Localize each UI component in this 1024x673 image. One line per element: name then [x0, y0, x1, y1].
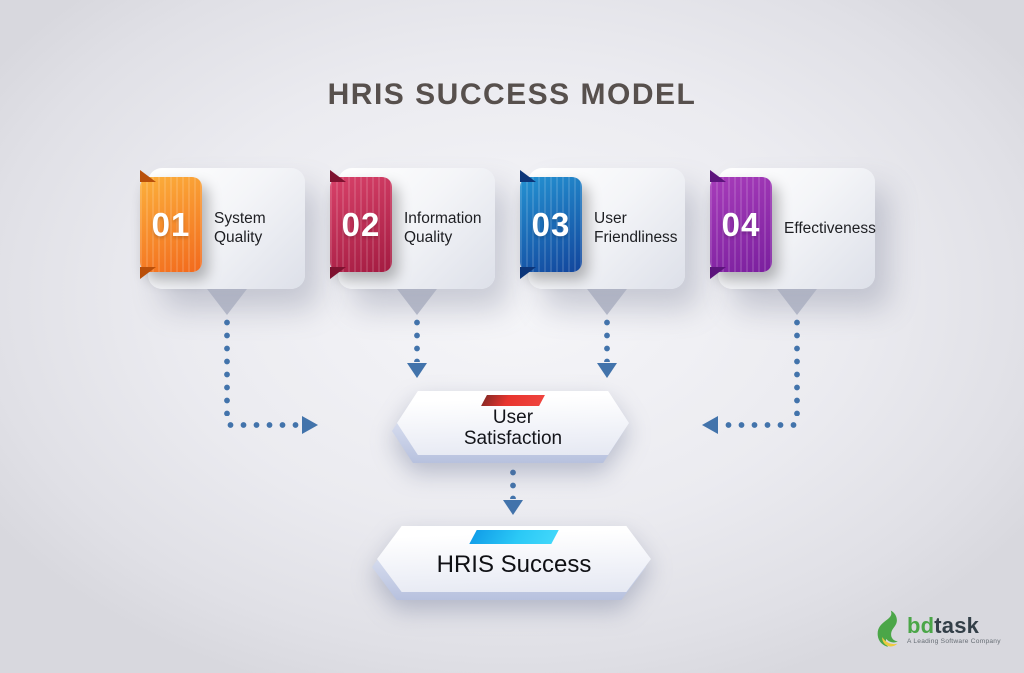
- bubble-tail: [584, 285, 630, 315]
- card-number: 04: [721, 205, 761, 243]
- hris-success-badge: HRIS Success: [372, 526, 651, 600]
- red-accent-bar: [481, 395, 545, 406]
- card-information-quality: 02 Information Quality: [330, 168, 495, 315]
- arrowhead-down-icon: [503, 500, 523, 515]
- card-label: Information Quality: [404, 209, 482, 247]
- bubble-tail: [204, 285, 250, 315]
- cyan-accent-bar: [469, 530, 559, 544]
- card-number-ribbon: 04: [710, 177, 772, 272]
- hris-success-label: HRIS Success: [436, 551, 592, 578]
- arrowhead-left-icon: [702, 416, 718, 434]
- connector-satisfaction-success: [510, 466, 516, 499]
- connector-card3-vertical: [604, 316, 610, 362]
- card-label: System Quality: [214, 209, 266, 247]
- connector-card2-vertical: [414, 316, 420, 362]
- logo-word-bd: bd: [907, 612, 935, 638]
- user-satisfaction-label: User Satisfaction: [463, 407, 563, 449]
- page-title: HRIS SUCCESS MODEL: [327, 78, 697, 111]
- user-satisfaction-badge: User Satisfaction: [392, 391, 629, 463]
- logo-tagline: A Leading Software Company: [907, 637, 1001, 645]
- card-number-ribbon: 02: [330, 177, 392, 272]
- bubble-tail: [774, 285, 820, 315]
- connector-card4-vertical: [794, 316, 800, 416]
- arrowhead-right-icon: [302, 416, 318, 434]
- logo-wordmark: bdtask A Leading Software Company: [907, 612, 1001, 646]
- arrowhead-down-icon: [597, 363, 617, 378]
- card-number: 02: [341, 205, 381, 243]
- arrowhead-down-icon: [407, 363, 427, 378]
- badge-face: HRIS Success: [377, 526, 651, 592]
- card-number: 03: [531, 205, 571, 243]
- card-system-quality: 01 System Quality: [140, 168, 305, 315]
- card-label: User Friendliness: [594, 209, 678, 247]
- card-number: 01: [151, 205, 191, 243]
- card-effectiveness: 04 Effectiveness: [710, 168, 876, 315]
- connector-card1-vertical: [224, 316, 230, 416]
- card-number-ribbon: 01: [140, 177, 202, 272]
- card-label: Effectiveness: [784, 219, 876, 237]
- bdtask-logo: bdtask A Leading Software Company: [872, 607, 1002, 653]
- card-user-friendliness: 03 User Friendliness: [520, 168, 685, 315]
- card-number-ribbon: 03: [520, 177, 582, 272]
- logo-word-task: task: [934, 612, 980, 638]
- logo-flame-icon: [877, 610, 898, 647]
- badge-face: User Satisfaction: [397, 391, 629, 455]
- bubble-tail: [394, 285, 440, 315]
- connector-card1-horizontal: [224, 422, 302, 428]
- connector-card4-horizontal: [722, 422, 800, 428]
